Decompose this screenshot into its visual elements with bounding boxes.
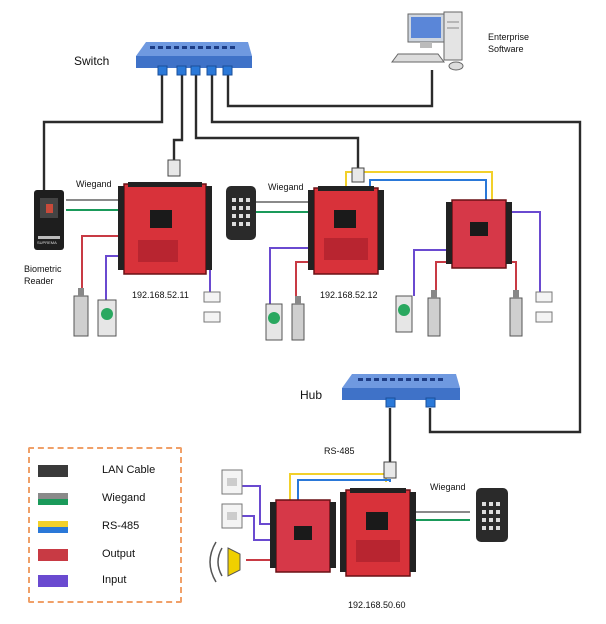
controller-board-1 <box>118 182 212 275</box>
rs485-label: RS-485 <box>324 446 355 456</box>
legend-swatch-output <box>38 549 68 561</box>
door-lock-3 <box>427 290 441 337</box>
biometric-label: Biometric <box>24 264 62 274</box>
legend-row-wiegand: Wiegand <box>38 492 178 507</box>
expansion-board-2 <box>270 499 336 573</box>
wiegand-label-1: Wiegand <box>76 179 112 189</box>
legend-swatch-input <box>38 575 68 587</box>
keypad-reader-2 <box>476 488 508 542</box>
lan-cable-controller-1 <box>172 70 184 160</box>
detector-1 <box>221 469 243 495</box>
keypad-reader-1 <box>226 186 256 240</box>
wiegand-label-3: Wiegand <box>430 482 466 492</box>
detector-2 <box>221 503 243 529</box>
legend-swatch-wiegand <box>38 493 68 505</box>
legend-label-lan: LAN Cable <box>102 464 156 476</box>
lan-cables <box>42 70 582 462</box>
exit-button-1 <box>97 299 117 337</box>
enterprise-label: Enterprise <box>488 32 530 42</box>
switch-label: Switch <box>74 54 110 68</box>
door-lock-1 <box>73 288 89 337</box>
legend-swatch-rs485 <box>38 521 68 533</box>
legend-label-wiegand: Wiegand <box>102 492 146 504</box>
door-lock-2 <box>291 296 305 341</box>
exit-button-3 <box>395 295 413 333</box>
lan-cable-reader <box>42 70 164 190</box>
hub-label: Hub <box>300 388 323 402</box>
reader-label: Reader <box>24 276 54 286</box>
legend-swatch-lan <box>38 465 68 477</box>
legend-row-input: Input <box>38 574 178 589</box>
door-sensor-2 <box>535 291 553 323</box>
network-hub <box>342 374 460 408</box>
controller-board-2 <box>308 186 384 275</box>
rj45-connectors <box>167 159 397 479</box>
enterprise-computer <box>391 11 464 71</box>
network-switch <box>136 42 252 76</box>
door-lock-4 <box>509 290 523 337</box>
controller-board-3 <box>340 488 416 577</box>
legend-label-rs485: RS-485 <box>102 520 140 532</box>
expansion-board-1 <box>446 199 512 269</box>
ip-label-1: 192.168.52.11 <box>132 290 189 300</box>
lan-cable-controller-2 <box>194 70 360 168</box>
door-sensor-1 <box>203 291 221 323</box>
legend-row-rs485: RS-485 <box>38 520 178 535</box>
legend-label-input: Input <box>102 574 127 586</box>
lan-cable-enterprise <box>226 70 434 108</box>
legend-row-output: Output <box>38 548 178 563</box>
ip-label-3: 192.168.50.60 <box>348 600 406 610</box>
biometric-reader-device <box>34 190 64 250</box>
biometric-brand-label: SUPREMA <box>37 240 57 245</box>
exit-button-2 <box>265 303 283 341</box>
wiegand-label-2: Wiegand <box>268 182 304 192</box>
siren <box>209 541 241 583</box>
legend: LAN Cable Wiegand RS-485 Output Input <box>28 447 182 603</box>
ip-label-2: 192.168.52.12 <box>320 290 378 300</box>
software-label: Software <box>488 44 524 54</box>
input-cables <box>105 211 541 541</box>
legend-row-lan: LAN Cable <box>38 464 178 479</box>
wiegand-cables <box>66 199 470 521</box>
legend-label-output: Output <box>102 548 136 560</box>
lan-cable-hub <box>210 70 582 434</box>
